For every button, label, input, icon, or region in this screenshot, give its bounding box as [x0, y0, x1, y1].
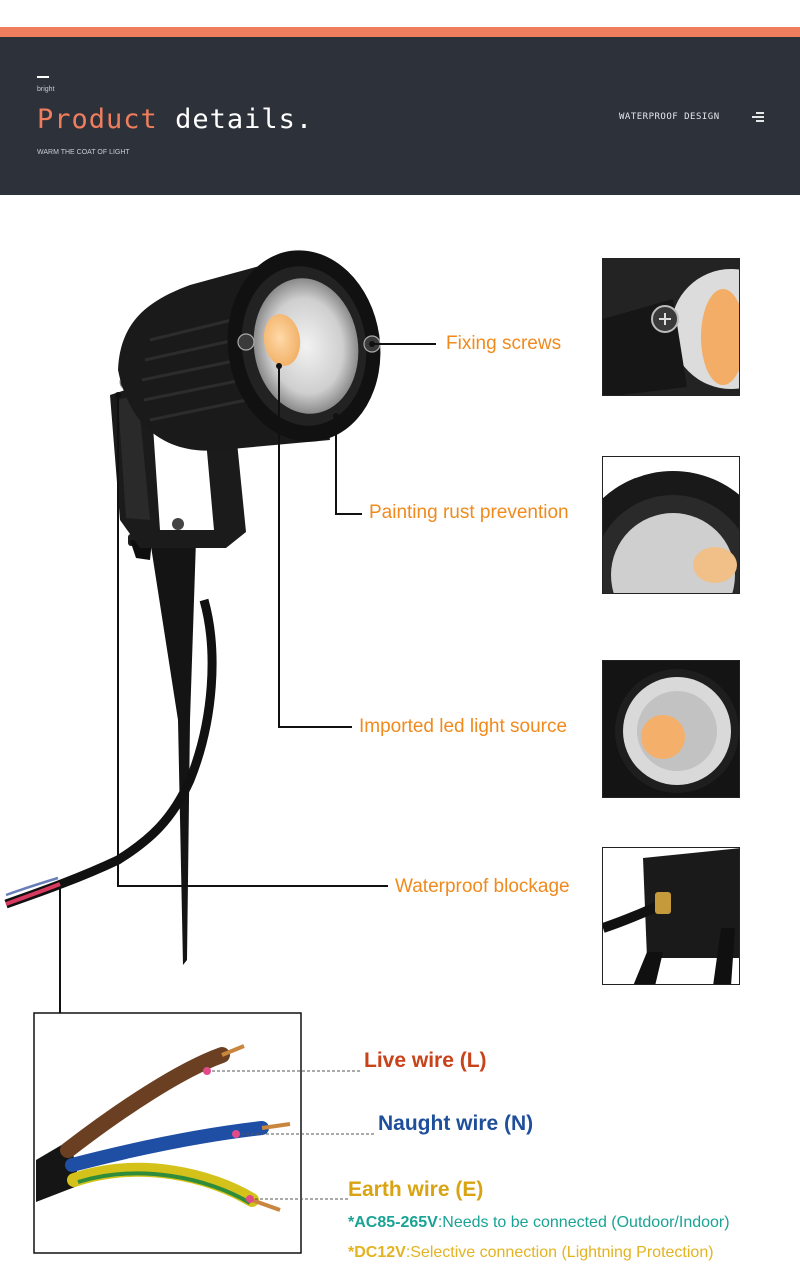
note-ac-text: :Needs to be connected (Outdoor/Indoor) — [437, 1214, 730, 1231]
thumbnail-housing — [602, 456, 740, 594]
note-ac-voltage: *AC85-265V:Needs to be connected (Outdoo… — [348, 1214, 730, 1232]
wire-leader-lines — [207, 1070, 376, 1200]
waterproof-design-label: WATERPROOF DESIGN — [619, 112, 720, 122]
callout-led-source: Imported led light source — [359, 716, 568, 737]
top-accent-stripe — [0, 27, 800, 37]
callout-leader-lines — [59, 343, 436, 1013]
callout-rust-prevention: Painting rust prevention — [369, 502, 569, 523]
brand-label: bright — [37, 86, 55, 93]
note-dc-text: :Selective connection (Lightning Protect… — [405, 1244, 714, 1261]
cable-closeup — [36, 1044, 291, 1212]
lamp-body — [118, 250, 381, 451]
thumbnail-screw — [602, 258, 740, 396]
callout-waterproof-blockage: Waterproof blockage — [395, 876, 570, 897]
callout-fixing-screws: Fixing screws — [446, 333, 562, 354]
power-cable — [4, 598, 217, 909]
title-part-1: Product — [37, 104, 158, 135]
menu-icon[interactable] — [752, 112, 764, 122]
subtitle: WARM THE COAT OF LIGHT — [37, 149, 130, 156]
thumbnail-cable-gland — [602, 847, 740, 985]
page-title: Product details. — [37, 104, 313, 135]
brand-dash — [37, 76, 49, 78]
note-ac-prefix: *AC85-265V — [348, 1214, 438, 1231]
label-neutral-wire: Naught wire (N) — [378, 1112, 534, 1135]
note-dc-prefix: *DC12V — [348, 1244, 406, 1261]
title-part-2: details. — [175, 104, 314, 135]
header-banner — [0, 37, 800, 195]
thumbnail-led — [602, 660, 740, 798]
note-dc-voltage: *DC12V:Selective connection (Lightning P… — [348, 1244, 714, 1262]
label-live-wire: Live wire (L) — [364, 1049, 487, 1072]
label-earth-wire: Earth wire (E) — [348, 1178, 484, 1201]
ground-stake — [128, 534, 220, 965]
